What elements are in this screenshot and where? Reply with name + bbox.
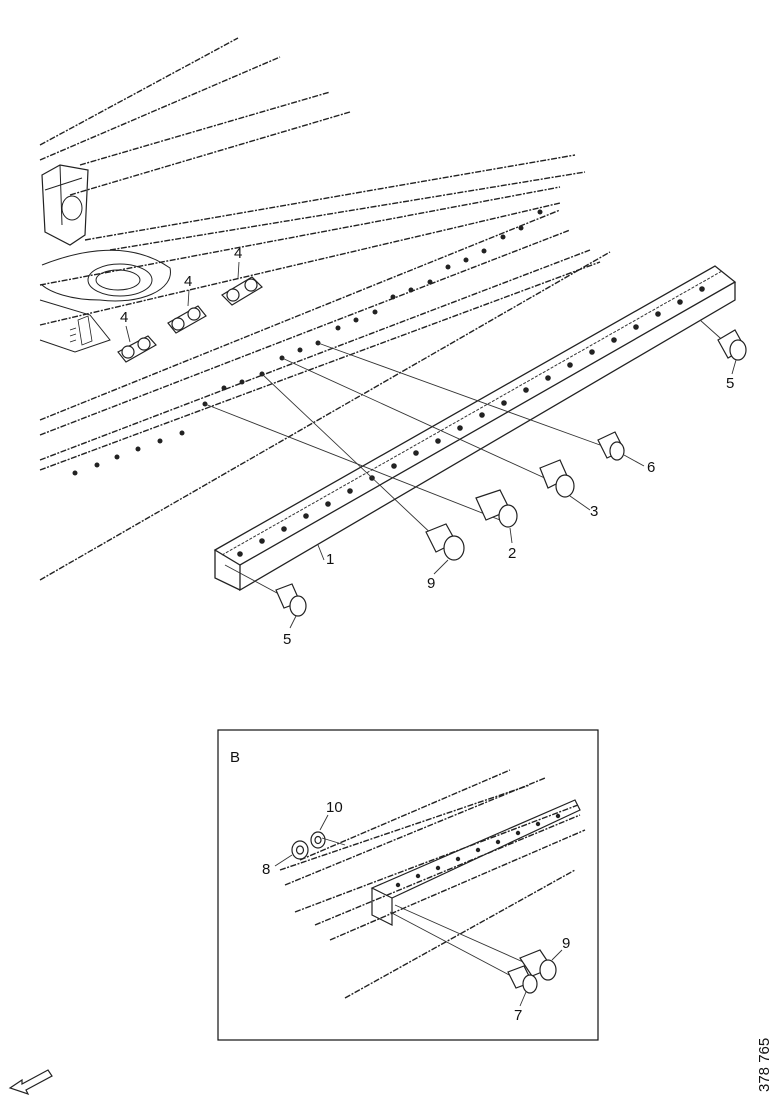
crossmember-bracket [39,164,171,353]
bolt-9 [425,523,465,561]
reinforcement-strip [213,265,737,592]
spacer-plate-1 [117,335,157,363]
callout-8: 8 [262,861,270,878]
callout-6: 6 [647,459,655,476]
spacer-plate-3 [221,276,263,306]
detail-callouts: 10 8 9 7 [262,799,570,1024]
detail-strip [370,799,581,926]
callout-4-c: 4 [120,309,128,326]
chassis-frame-rails [39,37,611,581]
callout-3: 3 [590,503,598,520]
spacer-plate-2 [167,305,207,334]
bolt-3 [539,459,575,498]
bolt-6 [597,431,625,461]
bolt-5-left [275,583,307,617]
callout-4-b: 4 [184,273,192,290]
detail-bolts [389,904,557,994]
detail-nut-washer [291,831,346,860]
leader-lines [204,319,729,601]
detail-label: B [230,749,240,766]
callout-10: 10 [326,799,343,816]
bolt-5-right [717,329,747,361]
callout-7: 7 [514,1007,522,1024]
callout-2: 2 [508,545,516,562]
spacer-plates [117,276,263,363]
callout-5-left: 5 [283,631,291,648]
callout-9: 9 [427,575,435,592]
bolt-2 [475,489,518,528]
detail-b-box: B [217,729,599,1041]
bolts [275,329,747,617]
callout-4-a: 4 [234,245,242,262]
callout-5-right: 5 [726,375,734,392]
main-callouts: 4 4 4 5 5 6 3 2 9 1 [120,245,737,648]
callout-9-detail: 9 [562,935,570,952]
drawing-number: 378 765 [756,1038,773,1092]
detail-rails [279,769,586,999]
arrow-left-down-icon [8,1069,53,1096]
callout-1: 1 [326,551,334,568]
